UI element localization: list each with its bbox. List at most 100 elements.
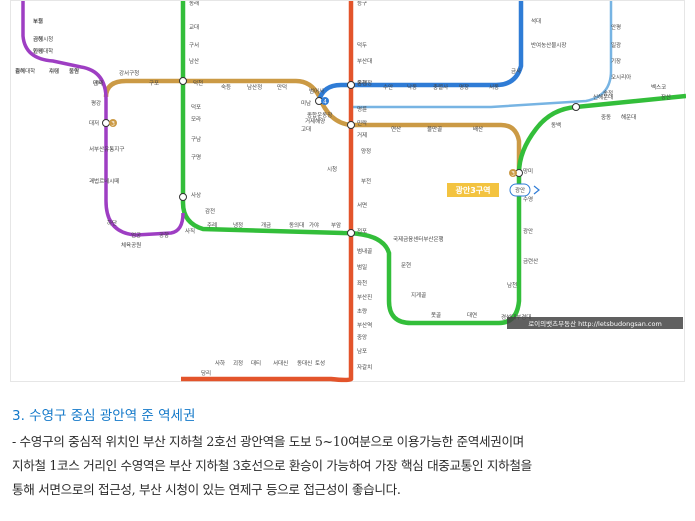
gwangan-station-marker-label: 광안 [515, 187, 525, 194]
station-label: 서대신 [273, 359, 288, 367]
station-label: 괘법르네시떼 [89, 177, 119, 185]
station-label: 동래 [357, 79, 367, 87]
transfer-deokcheon [179, 77, 187, 85]
station-label: 중동 [601, 114, 611, 121]
station-label: 서면 [357, 201, 367, 209]
watermark-box [507, 317, 683, 329]
station-label: 부원 [33, 17, 43, 25]
station-label: 미남 [301, 99, 311, 107]
station-label: 동원 [69, 67, 79, 75]
station-label: 강서구청 [119, 69, 139, 77]
station-label: 동대신 [297, 359, 312, 367]
station-label: 금사 [511, 67, 521, 75]
station-label: 금정 [33, 36, 43, 43]
line3-badge-suyeong [509, 169, 517, 177]
station-label: 부산대 [357, 57, 372, 65]
station-label: 남포 [357, 347, 367, 355]
station-label: 송정 [603, 89, 613, 97]
station-label: 고대 [301, 125, 311, 133]
station-label: 오시리아 [611, 73, 631, 81]
station-label: 중앙 [357, 333, 367, 341]
station-label: 남천 [507, 281, 517, 289]
station-label: 사직 [185, 227, 195, 235]
subway-map: 광안3구역 광안 3 4 3 로이의뱃츠부동산 http://letsbudon… [10, 0, 686, 383]
station-label: 석대 [531, 17, 541, 25]
station-label: 서동 [489, 83, 499, 91]
station-label: 부산역 [357, 321, 372, 329]
gwangan-area-box [447, 183, 499, 197]
station-label: 동의대 [289, 221, 304, 229]
station-label: 화명 [33, 48, 43, 55]
station-label: 김해시청 [33, 35, 53, 43]
station-label: 광안 [523, 228, 533, 235]
station-label: 배산 [473, 125, 483, 133]
line3-badge-suyeong-label: 3 [511, 171, 515, 178]
station-label: 금련산 [523, 257, 538, 265]
station-label: 낙동 [407, 83, 417, 91]
station-label: 만덕 [93, 79, 103, 87]
station-label: 구서 [189, 41, 199, 49]
station-label: 지게골 [411, 291, 426, 299]
station-label: 덕천 [193, 79, 203, 87]
station-label: 구포 [149, 80, 159, 87]
station-label: 감전 [205, 207, 215, 215]
transfer-yeonsan [347, 121, 355, 129]
station-label: 부암 [331, 221, 341, 229]
station-label: 불암 [69, 67, 79, 75]
station-label: 주례 [207, 221, 217, 229]
station-label: 거제해양 [305, 117, 325, 125]
body-line-2: 지하철 1코스 거리인 수영역은 부산 지하철 3호선으로 환승이 가능하여 가… [12, 458, 532, 473]
station-label: 부산진 [357, 293, 372, 301]
station-label: 충렬사 [433, 83, 448, 91]
station-label: 토성 [315, 359, 325, 367]
line3-badge [109, 119, 117, 127]
station-label: 엄궁 [131, 231, 141, 239]
transfer-sasang [179, 193, 187, 201]
station-label: 전포 [357, 227, 367, 235]
station-label: 구남 [191, 135, 201, 143]
station-label: 율리 [15, 67, 25, 75]
station-label: 물만골 [427, 125, 442, 133]
station-label: 노포 [33, 18, 43, 25]
station-label: 김해대학 [15, 67, 35, 75]
station-label: 일광 [611, 41, 621, 49]
line4-badge [321, 97, 329, 105]
station-label: 괴정 [233, 359, 243, 367]
station-label: 종합운동장 [307, 111, 332, 119]
station-label: 명장 [459, 84, 469, 91]
station-label: 양정 [361, 147, 371, 155]
station-label: 동백 [551, 121, 561, 129]
line4-track [316, 1, 524, 102]
kimhae-line-track [21, 1, 185, 237]
station-label: 민락 [357, 119, 367, 127]
transfer-daejeo [102, 119, 110, 127]
transfer-bexco [572, 103, 580, 111]
station-label: 체육공원 [121, 241, 141, 249]
station-label: 사상 [191, 191, 201, 199]
station-label: 등구 [357, 1, 367, 7]
station-label: 자갈치 [357, 363, 372, 371]
article-body: - 수영구의 중심적 위치인 부산 지하철 2호선 광안역을 도보 5~10여분… [12, 430, 688, 502]
donghae-line [349, 1, 613, 216]
station-label: 평강 [91, 100, 101, 107]
station-label: 교대 [189, 23, 199, 31]
station-label: 국제금융센터부산은행 [393, 235, 444, 243]
station-label: 동래 [189, 1, 199, 7]
station-label: 초량 [357, 308, 367, 315]
body-line-3: 통해 서면으로의 접근성, 부산 시청이 있는 연제구 등으로 접근성이 좋습니… [12, 482, 401, 497]
station-label: 범어사 [309, 87, 324, 95]
station-label: 수안 [383, 84, 393, 91]
station-label: 장산 [661, 93, 671, 101]
station-label: 당리 [201, 369, 211, 377]
station-label: 덕두 [357, 42, 367, 49]
station-label: 못골 [431, 312, 441, 319]
station-label: 시청 [327, 166, 337, 173]
station-label: 범내골 [357, 247, 372, 255]
station-label: 기장 [611, 57, 621, 65]
station-label: 해운대 [621, 113, 636, 121]
station-label: 대저 [89, 119, 99, 127]
station-label: 안평 [611, 24, 621, 31]
station-label: 덕포 [191, 104, 201, 111]
station-label: 거제 [357, 131, 367, 139]
station-label: 벡스코 [651, 83, 666, 91]
